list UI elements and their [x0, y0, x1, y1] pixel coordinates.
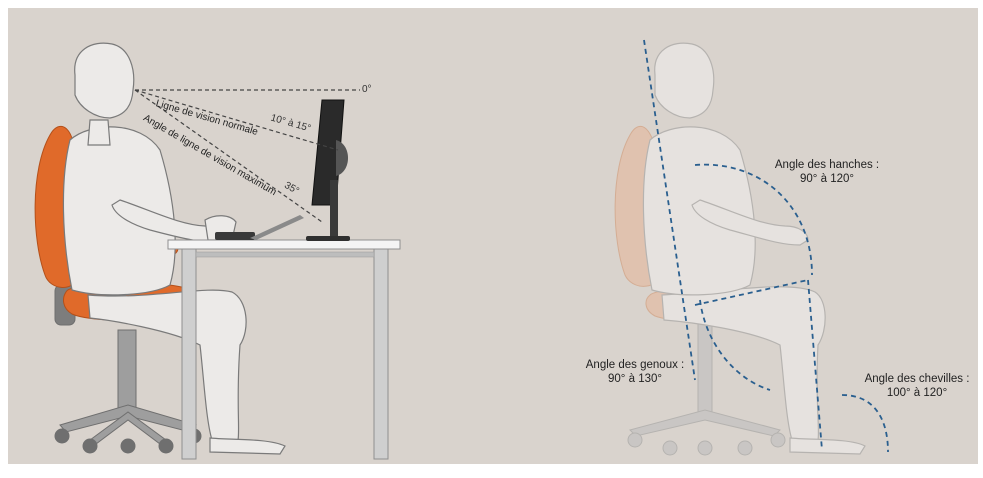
angle-0-label: 0° — [362, 84, 372, 95]
knee-angle-label: Angle des genoux : 90° à 130° — [570, 358, 700, 386]
ankle-angle-title: Angle des chevilles : — [852, 372, 982, 386]
hip-angle-title: Angle des hanches : — [762, 158, 892, 172]
ankle-angle-label: Angle des chevilles : 100° à 120° — [852, 372, 982, 400]
hip-angle-range: 90° à 120° — [762, 172, 892, 186]
keyboard — [215, 232, 255, 240]
hip-angle-label: Angle des hanches : 90° à 120° — [762, 158, 892, 186]
knee-angle-range: 90° à 130° — [570, 372, 700, 386]
ankle-angle-range: 100° à 120° — [852, 386, 982, 400]
knee-angle-title: Angle des genoux : — [570, 358, 700, 372]
